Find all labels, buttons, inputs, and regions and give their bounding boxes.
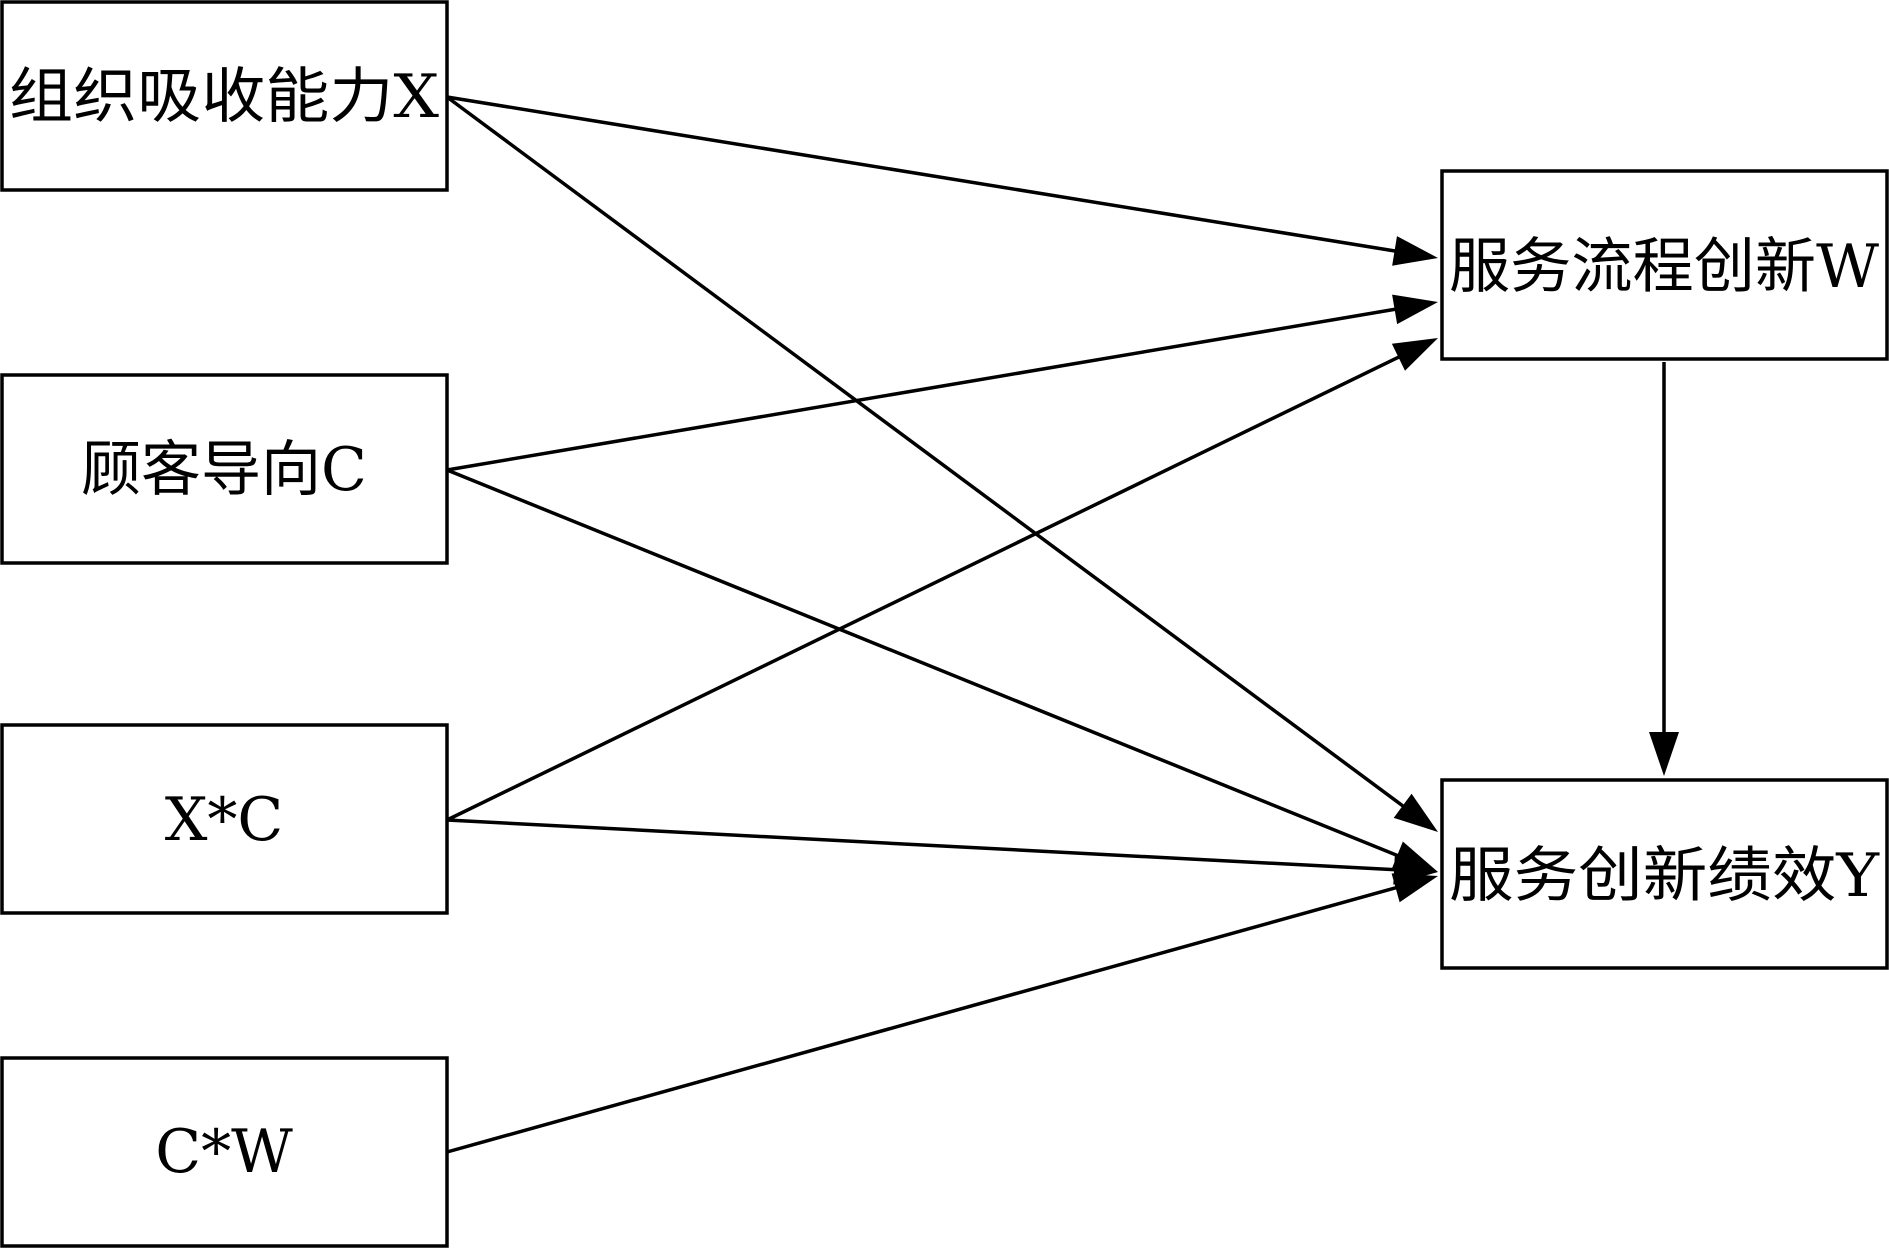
- node-label: 组织吸收能力X: [9, 62, 439, 132]
- node-box: [0, 1056, 449, 1248]
- node-box: [0, 723, 449, 915]
- edge-line: [446, 818, 1397, 872]
- arrowhead: [1649, 732, 1679, 776]
- edge-cw-to-y: [446, 873, 1438, 1154]
- node-label: 服务流程创新W: [1449, 232, 1879, 302]
- node-c: 顾客导向C: [0, 373, 449, 565]
- node-label: 服务创新绩效Y: [1449, 841, 1880, 911]
- arrowhead: [1392, 236, 1438, 266]
- edge-w-to-y: [1649, 362, 1679, 776]
- node-xc: X*C: [0, 723, 449, 915]
- edge-line: [446, 468, 1400, 858]
- node-box: [1440, 169, 1889, 361]
- node-label: 顾客导向C: [81, 435, 367, 505]
- node-label: C*W: [155, 1117, 293, 1187]
- edges-layer: [445, 95, 1679, 1154]
- edge-line: [446, 885, 1399, 1154]
- edge-line: [446, 307, 1397, 472]
- node-y: 服务创新绩效Y: [1440, 778, 1889, 970]
- node-w: 服务流程创新W: [1440, 169, 1889, 361]
- edge-c-to-w: [446, 294, 1438, 472]
- arrowhead: [1391, 338, 1438, 371]
- edge-x-to-y: [445, 95, 1438, 832]
- edge-xc-to-y: [446, 818, 1438, 885]
- node-box: [0, 373, 449, 565]
- edge-line: [446, 95, 1397, 253]
- arrowhead: [1393, 793, 1438, 832]
- edge-line: [446, 354, 1401, 822]
- node-label: X*C: [165, 785, 284, 855]
- arrowhead: [1391, 873, 1438, 903]
- node-box: [1440, 778, 1889, 970]
- edge-c-to-y: [446, 468, 1438, 872]
- node-cw: C*W: [0, 1056, 449, 1248]
- node-box: [0, 0, 449, 192]
- arrowhead: [1392, 294, 1438, 325]
- edge-x-to-w: [446, 95, 1438, 266]
- node-x: 组织吸收能力X: [0, 0, 449, 192]
- edge-xc-to-w: [446, 338, 1438, 822]
- edge-line: [445, 95, 1406, 809]
